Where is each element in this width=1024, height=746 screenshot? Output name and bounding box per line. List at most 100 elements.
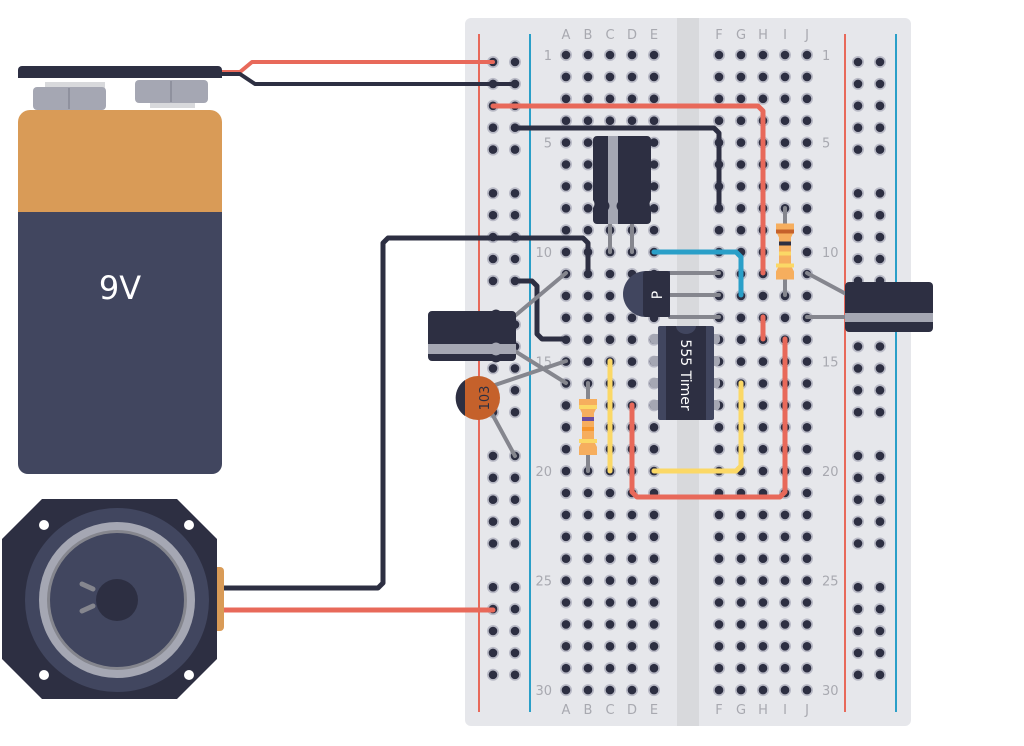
breadboard-hole[interactable] [874, 625, 886, 637]
breadboard-hole[interactable] [801, 180, 813, 193]
breadboard-hole[interactable] [779, 662, 791, 675]
breadboard-hole[interactable] [487, 362, 499, 375]
breadboard-hole[interactable] [560, 92, 572, 105]
breadboard-hole[interactable] [874, 231, 886, 244]
breadboard-hole[interactable] [487, 143, 499, 156]
breadboard-hole[interactable] [487, 471, 499, 484]
breadboard-hole[interactable] [560, 596, 572, 609]
breadboard-hole[interactable] [779, 70, 791, 83]
breadboard-hole[interactable] [582, 574, 594, 587]
breadboard-hole[interactable] [509, 493, 521, 506]
breadboard-hole[interactable] [779, 49, 791, 61]
breadboard-hole[interactable] [713, 421, 725, 434]
breadboard-hole[interactable] [560, 618, 572, 631]
breadboard-hole[interactable] [735, 530, 747, 543]
breadboard-hole[interactable] [779, 618, 791, 631]
breadboard-hole[interactable] [604, 596, 616, 609]
ceramic-capacitor[interactable]: 103 [455, 359, 568, 458]
breadboard-hole[interactable] [560, 508, 572, 521]
breadboard-hole[interactable] [560, 530, 572, 543]
breadboard-hole[interactable] [582, 333, 594, 346]
electrolytic-capacitor-right[interactable] [805, 271, 933, 332]
breadboard-hole[interactable] [648, 114, 660, 127]
breadboard-hole[interactable] [779, 158, 791, 171]
breadboard-hole[interactable] [874, 603, 886, 616]
breadboard-hole[interactable] [713, 92, 725, 105]
breadboard-hole[interactable] [713, 684, 725, 697]
breadboard-hole[interactable] [852, 121, 864, 134]
breadboard-hole[interactable] [487, 581, 499, 594]
breadboard-hole[interactable] [874, 99, 886, 112]
breadboard-hole[interactable] [852, 537, 864, 550]
breadboard-hole[interactable] [874, 515, 886, 528]
breadboard-hole[interactable] [582, 355, 594, 368]
breadboard-hole[interactable] [509, 56, 521, 68]
breadboard-hole[interactable] [779, 114, 791, 127]
breadboard-hole[interactable] [626, 311, 638, 324]
breadboard-hole[interactable] [801, 552, 813, 565]
breadboard-hole[interactable] [582, 92, 594, 105]
speaker[interactable] [2, 499, 224, 699]
battery-negative-wire[interactable] [220, 72, 517, 86]
breadboard-hole[interactable] [582, 136, 594, 149]
breadboard-hole[interactable] [582, 289, 594, 302]
breadboard-hole[interactable] [801, 399, 813, 412]
breadboard-hole[interactable] [560, 487, 572, 499]
breadboard-hole[interactable] [852, 493, 864, 506]
breadboard-hole[interactable] [852, 362, 864, 375]
breadboard-hole[interactable] [852, 581, 864, 594]
breadboard-hole[interactable] [757, 465, 769, 478]
breadboard-hole[interactable] [626, 596, 638, 609]
breadboard-hole[interactable] [713, 49, 725, 61]
breadboard-hole[interactable] [874, 406, 886, 419]
breadboard-hole[interactable] [779, 574, 791, 587]
red-wire-rail-to-h12[interactable] [490, 103, 766, 276]
breadboard-hole[interactable] [874, 253, 886, 265]
breadboard-hole[interactable] [509, 209, 521, 222]
breadboard-hole[interactable] [560, 49, 572, 61]
breadboard-hole[interactable] [874, 56, 886, 68]
breadboard-hole[interactable] [801, 114, 813, 127]
breadboard-hole[interactable] [509, 625, 521, 637]
breadboard-hole[interactable] [648, 552, 660, 565]
breadboard-hole[interactable] [735, 552, 747, 565]
breadboard-hole[interactable] [757, 684, 769, 697]
breadboard-hole[interactable] [735, 49, 747, 61]
breadboard-hole[interactable] [560, 202, 572, 215]
breadboard-hole[interactable] [874, 493, 886, 506]
breadboard-hole[interactable] [582, 158, 594, 171]
breadboard-hole[interactable] [509, 515, 521, 528]
breadboard-hole[interactable] [801, 465, 813, 478]
breadboard-hole[interactable] [648, 618, 660, 631]
breadboard-hole[interactable] [779, 530, 791, 543]
breadboard-hole[interactable] [626, 92, 638, 105]
breadboard-hole[interactable] [779, 136, 791, 149]
breadboard-hole[interactable] [560, 180, 572, 193]
breadboard-hole[interactable] [852, 668, 864, 681]
transistor-p[interactable]: P [623, 271, 721, 319]
breadboard-hole[interactable] [874, 340, 886, 353]
breadboard-hole[interactable] [757, 421, 769, 434]
breadboard-hole[interactable] [582, 49, 594, 61]
blue-wire[interactable] [651, 249, 744, 298]
breadboard-hole[interactable] [779, 508, 791, 521]
breadboard-hole[interactable] [852, 340, 864, 353]
breadboard-hole[interactable] [648, 508, 660, 521]
breadboard-hole[interactable] [779, 552, 791, 565]
breadboard-hole[interactable] [801, 443, 813, 456]
breadboard-hole[interactable] [582, 487, 594, 499]
breadboard-hole[interactable] [648, 530, 660, 543]
breadboard-hole[interactable] [560, 311, 572, 324]
breadboard-hole[interactable] [604, 289, 616, 302]
breadboard-hole[interactable] [852, 603, 864, 616]
breadboard-hole[interactable] [757, 92, 769, 105]
breadboard-hole[interactable] [648, 596, 660, 609]
breadboard-hole[interactable] [801, 662, 813, 675]
breadboard-hole[interactable] [735, 224, 747, 237]
breadboard-hole[interactable] [626, 552, 638, 565]
breadboard-hole[interactable] [874, 668, 886, 681]
breadboard-hole[interactable] [757, 574, 769, 587]
breadboard-hole[interactable] [509, 143, 521, 156]
breadboard-hole[interactable] [626, 377, 638, 390]
breadboard-hole[interactable] [648, 662, 660, 675]
